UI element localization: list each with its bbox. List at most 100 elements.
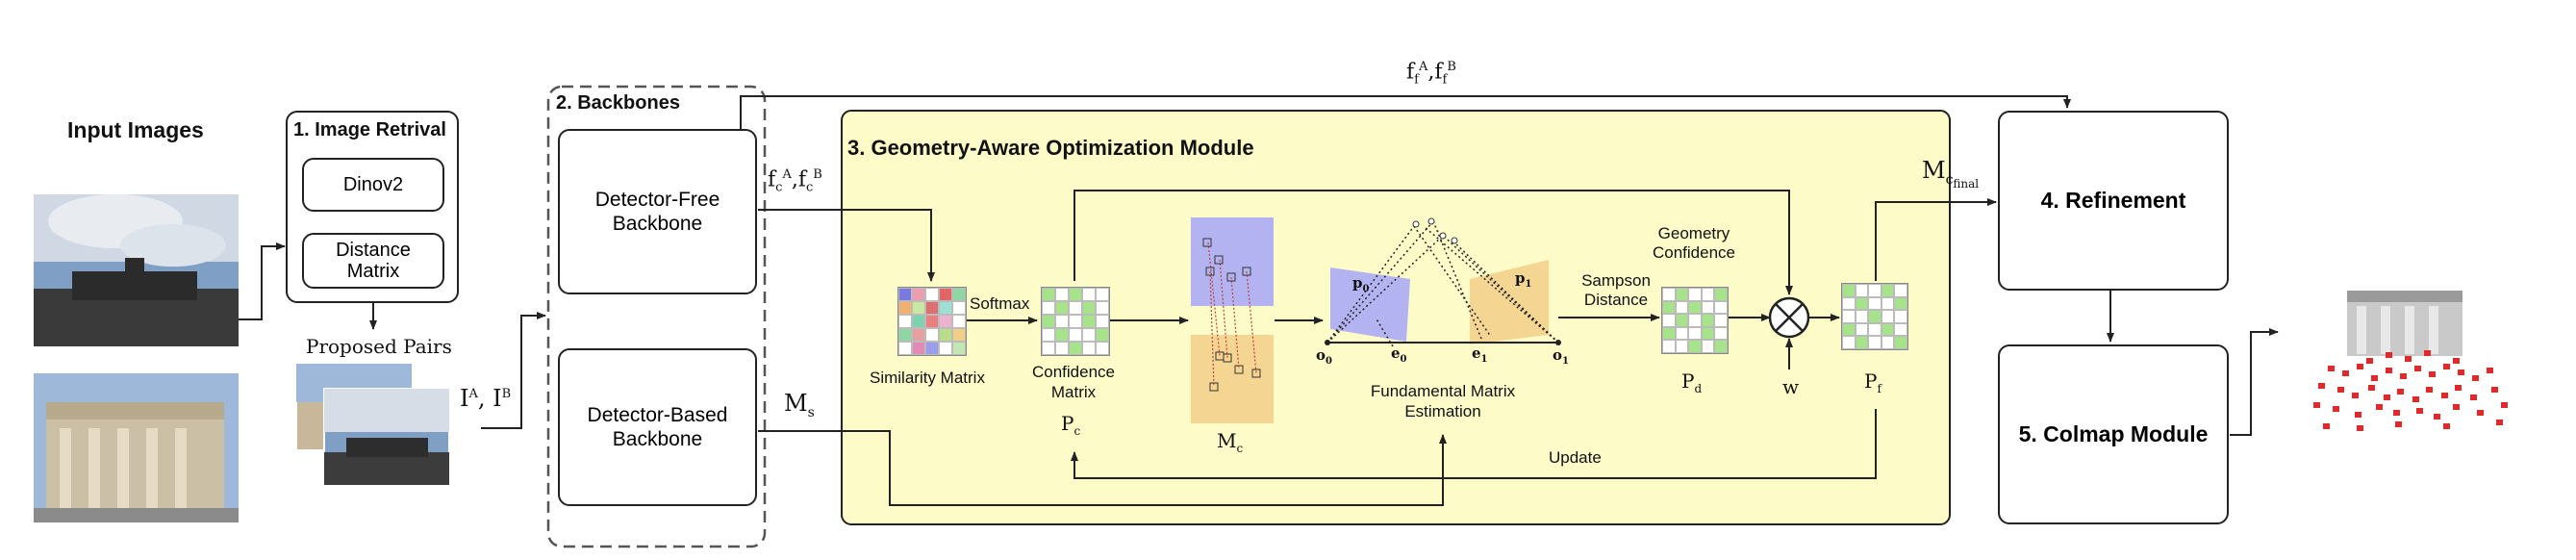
- point-cell: [2342, 370, 2349, 376]
- matrix-cell: [1688, 300, 1702, 315]
- matrix-cell: [1701, 340, 1715, 353]
- arrow-image-to-retrieval: [239, 242, 286, 320]
- matrix-cell: [1894, 336, 1907, 349]
- top-link-label: ffA,ffB: [1406, 60, 1456, 88]
- matrix-cell: [1868, 336, 1881, 349]
- matrix-cell: [925, 342, 939, 355]
- matrix-cell: [898, 301, 912, 315]
- ms-label: Ms: [784, 390, 815, 420]
- arrow-pairs-to-backbones: [481, 312, 546, 429]
- point-cell: [2434, 414, 2440, 420]
- matrix-cell: [1082, 288, 1096, 301]
- matrix-cell: [1714, 340, 1728, 353]
- similarity-matrix-grid: [897, 287, 967, 356]
- matrix-cell: [1855, 284, 1869, 297]
- matrix-cell: [925, 315, 939, 328]
- point-cell: [2400, 373, 2407, 379]
- matrix-cell: [1082, 328, 1096, 342]
- point-cell: [2384, 395, 2390, 400]
- epi-p1: p1: [1515, 269, 1532, 290]
- point-cell: [2328, 366, 2335, 371]
- point-cell: [2501, 402, 2508, 408]
- proposed-pairs-label: Proposed Pairs: [306, 335, 452, 358]
- matrix-cell: [1894, 284, 1907, 297]
- matrix-cell: [1055, 315, 1069, 328]
- matrix-cell: [1688, 326, 1702, 341]
- matrix-cell: [898, 315, 912, 328]
- point-cell: [2357, 364, 2363, 369]
- matrix-cell: [1842, 336, 1856, 349]
- pd-label: Pd: [1681, 369, 1703, 395]
- matrix-cell: [1662, 314, 1676, 327]
- point-cell: [2455, 385, 2462, 391]
- matrix-cell: [939, 315, 952, 328]
- matrix-cell: [1688, 288, 1702, 301]
- matrix-cell: [939, 328, 952, 342]
- matrix-cell: [939, 301, 952, 315]
- matrix-cell: [1855, 296, 1869, 311]
- matrix-cell: [912, 288, 925, 301]
- matrix-cell: [1042, 301, 1055, 315]
- matrix-cell: [1082, 342, 1096, 355]
- matrix-cell: [952, 342, 966, 355]
- point-cell: [2441, 393, 2448, 398]
- matrix-cell: [1096, 315, 1109, 328]
- matrix-cell: [1894, 310, 1907, 323]
- matrix-cell: [1675, 326, 1689, 341]
- point-cell: [2491, 387, 2498, 393]
- pair-label: IA, IB: [460, 385, 512, 412]
- arrow-update-loop: [1071, 409, 1877, 479]
- output-reconstruction: [2313, 291, 2508, 431]
- w-label: w: [1782, 375, 1800, 398]
- backbones-group: [546, 85, 767, 548]
- detector-based-backbone: Detector-Based Backbone: [558, 348, 757, 506]
- matrix-cell: [1675, 340, 1689, 353]
- matrix-cell: [1069, 315, 1082, 328]
- matrix-cell: [898, 288, 912, 301]
- matrix-cell: [1662, 288, 1676, 301]
- colmap-box: 5. Colmap Module: [1998, 344, 2229, 524]
- matrix-cell: [1855, 336, 1869, 349]
- matrix-cell: [1069, 288, 1082, 301]
- matrix-cell: [1082, 301, 1096, 315]
- matrix-cell: [1868, 310, 1881, 323]
- input-image-bottom: [34, 373, 239, 522]
- matrix-cell: [1055, 288, 1069, 301]
- arrow-ff-to-refinement: [740, 95, 2071, 144]
- epi-o0: o0: [1316, 346, 1332, 367]
- softmax-label: Softmax: [970, 294, 1030, 313]
- point-cell: [2355, 412, 2361, 418]
- matrix-cell: [1868, 296, 1881, 311]
- point-cell: [2352, 393, 2359, 398]
- matrix-cell: [952, 315, 966, 328]
- matrix-cell: [1662, 340, 1676, 353]
- point-cell: [2357, 425, 2363, 431]
- matrix-cell: [1714, 300, 1728, 315]
- point-cell: [2426, 387, 2433, 393]
- matrix-cell: [1069, 301, 1082, 315]
- input-images-title: Input Images: [67, 117, 204, 142]
- point-cell: [2429, 371, 2436, 377]
- matrix-cell: [1701, 300, 1715, 315]
- matrix-cell: [1096, 342, 1109, 355]
- multiply-operator: [1768, 296, 1810, 339]
- matrix-cell: [1675, 314, 1689, 327]
- matrix-cell: [912, 328, 925, 342]
- pc-label: Pc: [1061, 412, 1081, 438]
- epipolar-visual: [1325, 217, 1561, 347]
- matrix-cell: [1096, 288, 1109, 301]
- point-cell: [2412, 396, 2419, 402]
- update-label: Update: [1549, 448, 1602, 467]
- point-cell: [2472, 375, 2479, 381]
- point-cell: [2333, 406, 2339, 412]
- epi-e1: e1: [1472, 344, 1488, 365]
- matrix-cell: [1096, 301, 1109, 315]
- matrix-cell: [1701, 314, 1715, 327]
- matrix-cell: [1042, 288, 1055, 301]
- matrix-cell: [1701, 326, 1715, 341]
- point-cell: [2416, 408, 2423, 414]
- distance-matrix-box: Distance Matrix: [302, 233, 444, 289]
- matrix-cell: [1868, 284, 1881, 297]
- point-cell: [2371, 375, 2378, 381]
